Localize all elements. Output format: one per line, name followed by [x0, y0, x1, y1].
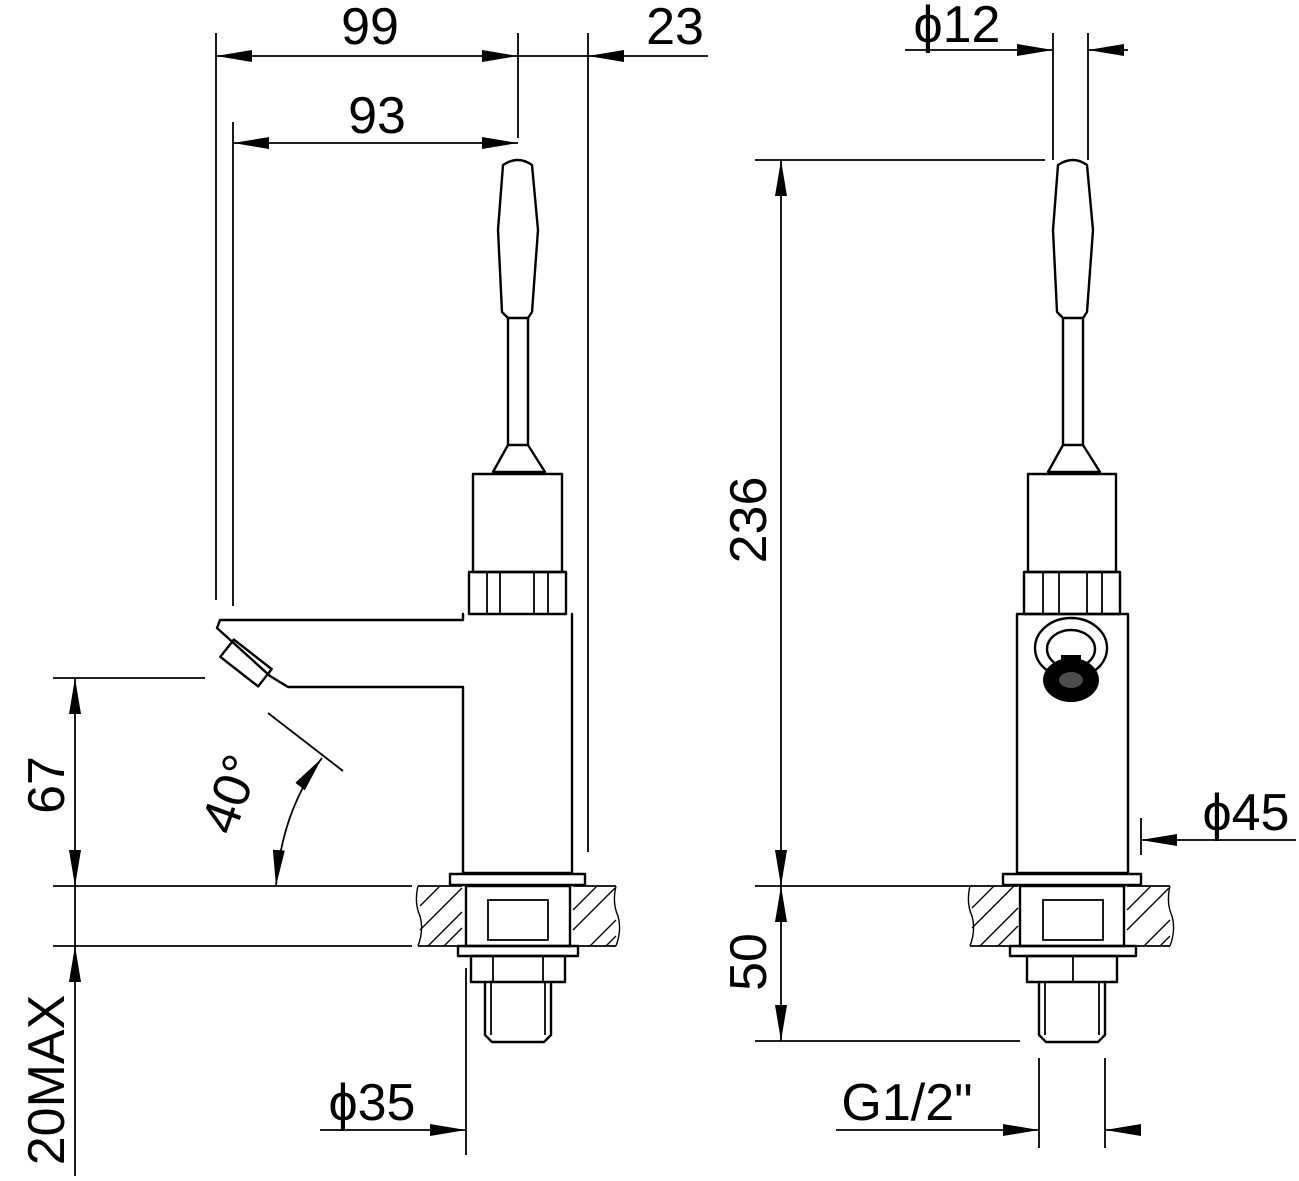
side-shank-sleeve — [464, 884, 572, 948]
side-body-spout — [215, 612, 574, 875]
side-hex-nut — [467, 570, 568, 616]
side-thread-end — [483, 980, 553, 1044]
front-lock-nut — [1025, 954, 1119, 984]
label-67: 67 — [18, 756, 76, 814]
front-lock-washer — [1008, 944, 1138, 958]
side-base-flange — [448, 872, 587, 887]
label-99: 99 — [341, 0, 399, 56]
label-20max: 20MAX — [18, 995, 76, 1166]
label-40deg: 40° — [190, 747, 271, 841]
side-lock-nut — [469, 954, 567, 984]
front-deck-section — [967, 885, 1175, 947]
front-cartridge-cap — [1026, 472, 1118, 574]
side-aerator — [219, 638, 273, 688]
side-view — [215, 158, 621, 1044]
label-phi35: ϕ35 — [329, 1074, 416, 1132]
front-lever-collar — [1046, 443, 1102, 474]
front-body — [1015, 612, 1130, 875]
label-236: 236 — [720, 477, 778, 564]
label-phi45: ϕ45 — [1203, 784, 1290, 842]
label-thread: G1/2" — [841, 1074, 972, 1132]
dim-angle-arc — [272, 757, 323, 887]
dimension-lines — [53, 33, 1296, 1176]
front-view — [967, 158, 1175, 1044]
side-deck-section — [415, 885, 621, 947]
side-lock-washer — [456, 944, 580, 958]
front-lever-stem — [1061, 316, 1085, 447]
front-spout-outlet — [1033, 616, 1109, 702]
dimension-labels: 99 23 93 ϕ12 236 67 40° ϕ45 50 20MAX ϕ35… — [18, 0, 1289, 1165]
side-cartridge-cap — [471, 472, 564, 574]
side-lever-collar — [491, 443, 547, 474]
label-50: 50 — [720, 933, 778, 991]
front-lever-grip — [1051, 158, 1095, 320]
front-shank-sleeve — [1018, 884, 1126, 948]
label-phi12: ϕ12 — [914, 0, 1001, 54]
label-23: 23 — [646, 0, 704, 56]
front-thread-end — [1037, 980, 1107, 1044]
front-hex-nut — [1022, 570, 1122, 616]
side-lever-stem — [506, 316, 530, 447]
label-93: 93 — [348, 87, 406, 145]
front-base-flange — [1001, 872, 1143, 887]
side-lever-grip — [496, 158, 540, 320]
